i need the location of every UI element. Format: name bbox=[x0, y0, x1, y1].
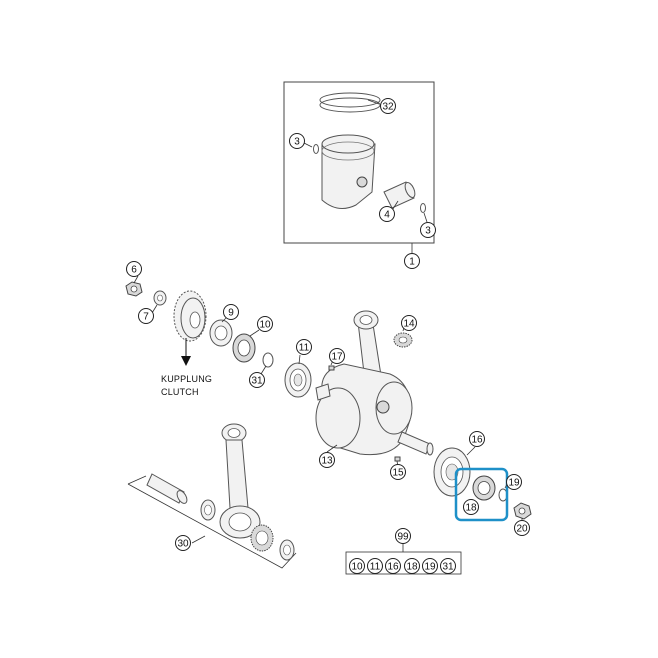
note-clutch: CLUTCH bbox=[161, 387, 199, 397]
conrod-kit-needle-bearing bbox=[250, 524, 274, 552]
svg-text:3: 3 bbox=[294, 137, 300, 148]
o-ring bbox=[262, 352, 274, 368]
main-bearing-right bbox=[433, 447, 471, 497]
callout-9: 9 bbox=[223, 304, 239, 320]
callout-13: 13 bbox=[319, 452, 335, 468]
callout-10: 10 bbox=[257, 316, 273, 332]
conrod-kit-rod bbox=[219, 423, 261, 539]
clutch-side-parts bbox=[125, 275, 312, 398]
callout-32: 32 bbox=[380, 98, 396, 114]
callout-20: 20 bbox=[514, 520, 530, 536]
kit-99-item-5: 19 bbox=[422, 558, 438, 574]
callout-1: 1 bbox=[404, 253, 420, 269]
svg-text:10: 10 bbox=[351, 562, 363, 573]
svg-text:14: 14 bbox=[403, 319, 415, 330]
callout-3-lower: 3 bbox=[420, 222, 436, 238]
callout-4: 4 bbox=[379, 206, 395, 222]
piston-group-frame bbox=[283, 81, 435, 244]
main-bearing-left bbox=[284, 362, 312, 398]
callout-11: 11 bbox=[296, 339, 312, 355]
svg-text:18: 18 bbox=[465, 503, 477, 514]
svg-text:4: 4 bbox=[384, 210, 390, 221]
needle-bearing-top bbox=[393, 332, 413, 348]
piston-pin bbox=[383, 181, 416, 209]
ignition-side-parts bbox=[433, 446, 532, 522]
callout-14: 14 bbox=[401, 315, 417, 331]
callout-19: 19 bbox=[506, 474, 522, 490]
kit-99-item-2: 11 bbox=[367, 558, 383, 574]
highlight-box bbox=[454, 467, 509, 522]
svg-text:13: 13 bbox=[321, 456, 333, 467]
svg-text:31: 31 bbox=[442, 562, 454, 573]
svg-text:18: 18 bbox=[406, 562, 418, 573]
kit-99-item-1: 10 bbox=[349, 558, 365, 574]
svg-text:9: 9 bbox=[228, 308, 234, 319]
svg-text:16: 16 bbox=[471, 435, 483, 446]
piston-ring-upper bbox=[319, 92, 381, 108]
callout-17: 17 bbox=[329, 348, 345, 364]
svg-text:10: 10 bbox=[259, 320, 271, 331]
svg-text:17: 17 bbox=[331, 352, 343, 363]
svg-text:11: 11 bbox=[370, 562, 381, 573]
svg-text:99: 99 bbox=[397, 532, 409, 543]
crankshaft-assembly bbox=[315, 310, 434, 468]
nut bbox=[125, 281, 143, 297]
nut-right bbox=[513, 502, 532, 520]
callout-18: 18 bbox=[463, 499, 479, 515]
svg-text:11: 11 bbox=[299, 343, 310, 354]
primary-gear bbox=[173, 290, 207, 342]
svg-text:15: 15 bbox=[392, 468, 404, 479]
piston bbox=[321, 134, 376, 210]
circlip-left bbox=[313, 144, 319, 154]
kit-99-item-6: 31 bbox=[440, 558, 456, 574]
svg-text:3: 3 bbox=[425, 226, 431, 237]
callout-30: 30 bbox=[175, 535, 191, 551]
svg-text:31: 31 bbox=[251, 376, 263, 387]
piston-ring-lower bbox=[319, 97, 381, 113]
note-kupplung: KUPPLUNG bbox=[161, 374, 212, 384]
callout-15: 15 bbox=[390, 464, 406, 480]
conrod-kit-piston-pin bbox=[146, 473, 188, 504]
svg-text:19: 19 bbox=[508, 478, 520, 489]
circlip-right bbox=[420, 203, 426, 213]
crank-pin-key bbox=[394, 456, 401, 462]
woodruff-key bbox=[328, 365, 335, 371]
crankshaft bbox=[315, 363, 434, 456]
callout-7: 7 bbox=[138, 308, 154, 324]
svg-text:7: 7 bbox=[143, 312, 149, 323]
callout-31: 31 bbox=[249, 372, 265, 388]
callout-6: 6 bbox=[126, 261, 142, 277]
kit-99-frame bbox=[345, 551, 462, 575]
kit-99-item-4: 18 bbox=[404, 558, 420, 574]
clutch-arrow-head bbox=[181, 356, 191, 366]
piston-group bbox=[283, 81, 435, 253]
svg-text:16: 16 bbox=[387, 562, 399, 573]
kit-99-item-3: 16 bbox=[385, 558, 401, 574]
svg-text:20: 20 bbox=[516, 524, 528, 535]
callout-16: 16 bbox=[469, 431, 485, 447]
svg-text:30: 30 bbox=[177, 539, 189, 550]
svg-text:6: 6 bbox=[131, 265, 137, 276]
callout-99: 99 bbox=[395, 528, 411, 544]
conrod-kit bbox=[127, 423, 297, 569]
svg-text:1: 1 bbox=[409, 257, 415, 268]
svg-text:19: 19 bbox=[424, 562, 436, 573]
svg-text:32: 32 bbox=[382, 102, 394, 113]
callout-3-upper: 3 bbox=[289, 133, 305, 149]
